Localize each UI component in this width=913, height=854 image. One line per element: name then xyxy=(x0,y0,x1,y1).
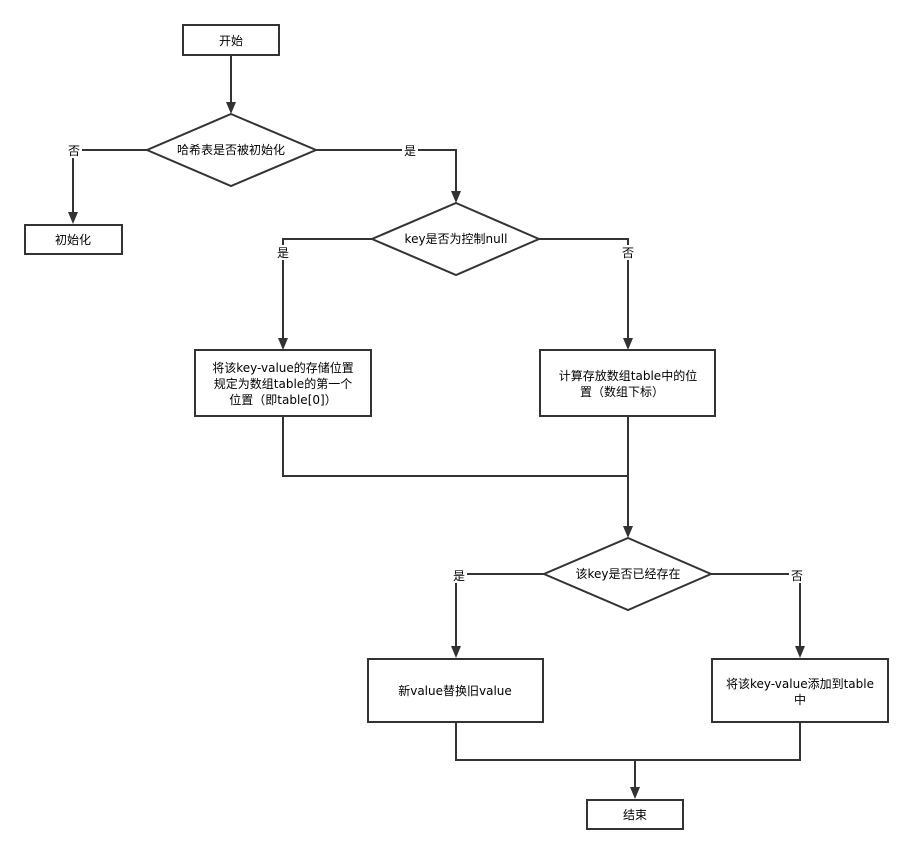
init-node-label: 初始化 xyxy=(55,233,91,247)
label-bg xyxy=(275,245,291,260)
edge-check-init-yes xyxy=(316,149,457,193)
label-bg xyxy=(451,568,467,583)
edge-store-first-merge xyxy=(282,416,628,477)
label-bg xyxy=(402,143,418,158)
calc-position-label-line2: 置（数组下标） xyxy=(580,384,664,399)
arrowhead xyxy=(623,526,633,538)
start-node xyxy=(182,24,280,56)
edge-label-init-no: 否 xyxy=(68,144,80,158)
arrowhead xyxy=(795,646,805,658)
arrowhead xyxy=(451,191,461,203)
replace-value-node xyxy=(367,658,544,723)
nodes: 开始 哈希表是否被初始化 初始化 key是否为控制null 将该key-valu… xyxy=(24,24,889,830)
store-first-label-line1: 将该key-value的存储位置 xyxy=(212,360,354,375)
check-key-exists-label: 该key是否已经存在 xyxy=(575,567,680,581)
add-entry-label-line2: 中 xyxy=(794,692,806,707)
edge-label-exists-no: 否 xyxy=(791,569,803,583)
edge-exists-yes xyxy=(455,573,544,648)
edge-exists-no xyxy=(711,573,801,648)
arrowhead xyxy=(68,212,78,224)
end-node-label: 结束 xyxy=(623,808,647,822)
label-bg xyxy=(620,245,636,260)
add-entry-node xyxy=(711,658,889,723)
arrowhead xyxy=(278,338,288,350)
edge-key-null-no xyxy=(539,238,629,340)
edge-check-init-no xyxy=(72,149,147,214)
label-bg xyxy=(66,143,82,158)
check-init-decision xyxy=(144,112,319,188)
arrowhead xyxy=(623,338,633,350)
label-bg xyxy=(789,568,805,583)
check-key-null-label: key是否为控制null xyxy=(405,232,508,246)
arrowhead xyxy=(630,787,640,799)
edge-label-null-no: 否 xyxy=(622,246,634,260)
check-key-null-decision xyxy=(369,201,542,277)
store-first-label-line2: 规定为数组table的第一个 xyxy=(214,376,352,391)
edge-labels: 否 是 是 否 是 否 xyxy=(66,143,805,583)
edge-label-init-yes: 是 xyxy=(404,144,416,158)
init-node xyxy=(24,224,123,255)
edge-label-null-yes: 是 xyxy=(277,246,289,260)
store-first-position-node xyxy=(194,349,372,417)
edge-label-exists-yes: 是 xyxy=(453,569,465,583)
arrowhead xyxy=(226,102,236,114)
check-init-label: 哈希表是否被初始化 xyxy=(177,142,285,157)
calc-position-label-line1: 计算存放数组table中的位 xyxy=(559,368,697,383)
replace-value-label: 新value替换旧value xyxy=(398,683,512,698)
calc-position-node xyxy=(539,349,716,417)
end-node xyxy=(586,799,684,830)
edge-key-null-yes xyxy=(282,238,372,340)
check-key-exists-decision xyxy=(541,536,714,612)
add-entry-label-line1: 将该key-value添加到table xyxy=(726,677,874,691)
edge-replace-merge xyxy=(455,722,801,761)
arrowhead xyxy=(451,646,461,658)
start-node-label: 开始 xyxy=(219,34,243,48)
store-first-label-line3: 位置（即table[0]） xyxy=(229,392,336,407)
